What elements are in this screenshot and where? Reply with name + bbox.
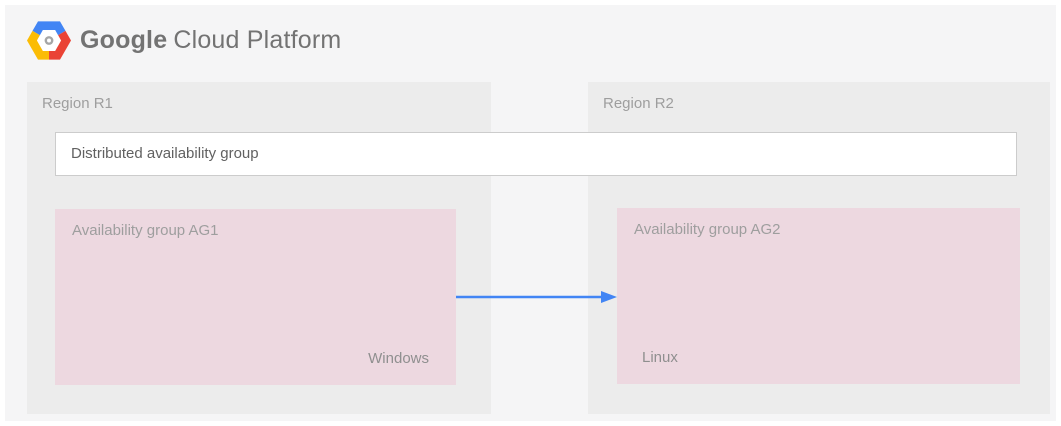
region-r1-label: Region R1 [42, 95, 113, 112]
brand-google-text: Google [80, 25, 168, 54]
ag2-os-label: Linux [642, 349, 678, 366]
ag1-os-label: Windows [368, 350, 429, 367]
availability-group-ag1-box: Availability group AG1 Windows [55, 209, 456, 385]
availability-group-ag2-box: Availability group AG2 Linux [617, 208, 1020, 384]
distributed-availability-group-box: Distributed availability group [55, 132, 1017, 176]
brand-cloud-platform-text: Cloud Platform [173, 25, 342, 54]
distributed-availability-group-label: Distributed availability group [71, 145, 259, 162]
google-cloud-platform-logo-icon [27, 20, 71, 60]
availability-group-ag2-label: Availability group AG2 [634, 221, 781, 238]
arrow-right-icon [456, 291, 617, 303]
availability-group-ag1-label: Availability group AG1 [72, 222, 219, 239]
region-r2-label: Region R2 [603, 95, 674, 112]
replication-arrow [456, 289, 617, 305]
